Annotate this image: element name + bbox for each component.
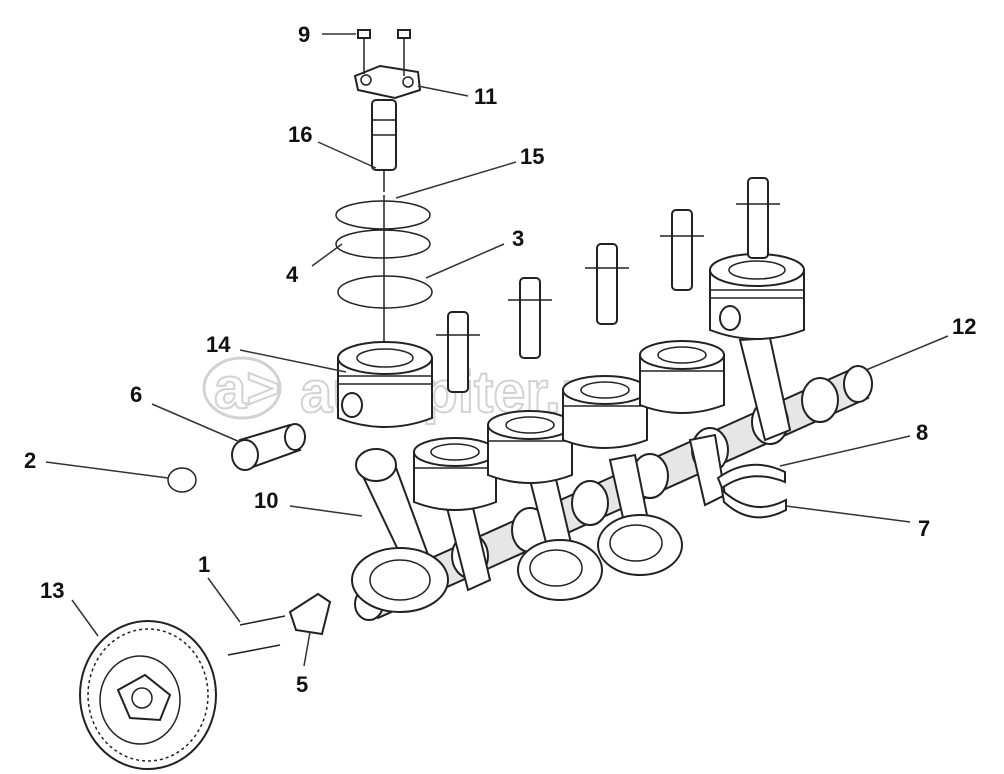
- injector-3: [585, 243, 629, 325]
- bearing-shells: [716, 463, 787, 519]
- piston-1: [413, 437, 497, 511]
- injector-2: [508, 277, 552, 359]
- piston-pin: [231, 423, 306, 471]
- thrust-plate-bolts: [227, 615, 286, 656]
- clamp-bolts: [357, 29, 411, 76]
- watermark-logo: a>: [214, 356, 280, 421]
- callout-12: 12: [952, 314, 976, 339]
- callout-6: 6: [130, 382, 142, 407]
- callout-7: 7: [918, 516, 930, 541]
- callout-5: 5: [296, 672, 308, 697]
- callout-11: 11: [474, 84, 497, 109]
- injector-exploded: [371, 99, 397, 192]
- injector-4: [660, 209, 704, 291]
- callout-8: 8: [916, 420, 928, 445]
- callout-3: 3: [512, 226, 524, 251]
- callout-10: 10: [254, 488, 278, 513]
- camshaft: [354, 365, 873, 621]
- injectors: [371, 99, 780, 393]
- piston-4: [639, 340, 725, 414]
- injector-5: [736, 177, 780, 259]
- callout-16: 16: [288, 122, 312, 147]
- callout-numbers: 9 11 16 15 4 3 14 6 2 10 1 5 13 12 8 7: [24, 22, 976, 697]
- piston-2: [487, 410, 573, 484]
- circlip: [167, 467, 197, 493]
- callout-9: 9: [298, 22, 310, 47]
- callout-2: 2: [24, 448, 36, 473]
- connecting-rods: [351, 336, 792, 613]
- callout-14: 14: [206, 332, 231, 357]
- piston-exploded: [337, 341, 433, 428]
- piston-5: [709, 253, 805, 340]
- callout-15: 15: [520, 144, 544, 169]
- thrust-plate: [288, 592, 332, 636]
- injector-1: [436, 311, 480, 393]
- piston-rings: [335, 195, 433, 342]
- leader-lines: [45, 33, 949, 667]
- callout-13: 13: [40, 578, 64, 603]
- piston-3: [562, 375, 648, 449]
- callout-1: 1: [198, 552, 210, 577]
- pistons: [337, 253, 805, 511]
- cam-gear: [79, 620, 217, 770]
- callout-4: 4: [286, 262, 299, 287]
